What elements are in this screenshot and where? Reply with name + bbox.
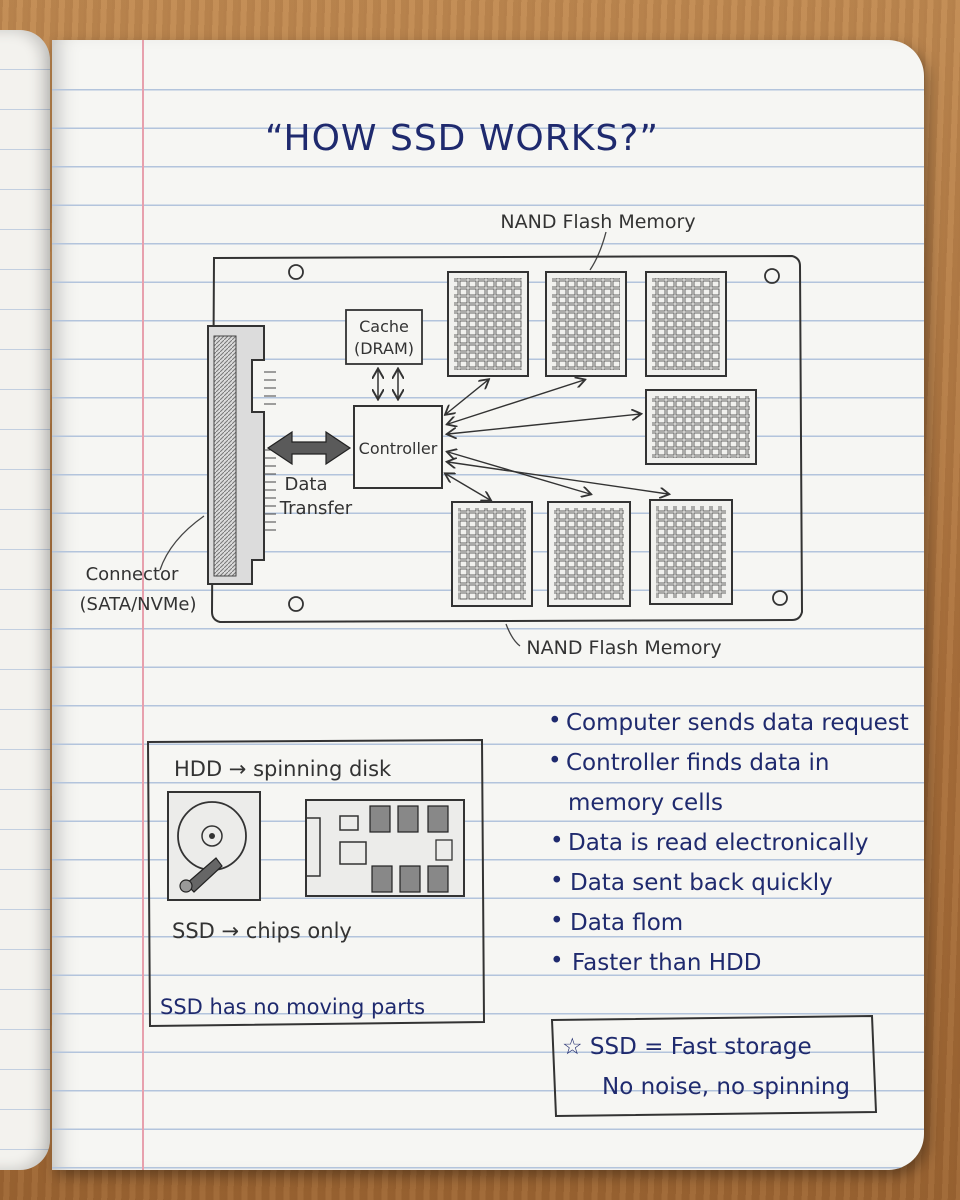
bullet-dot: • (550, 948, 564, 974)
nand-chip (645, 271, 727, 377)
bullet-item: Data is read electronically (568, 830, 869, 856)
bullet-dot: • (548, 708, 562, 734)
bullet-dot: • (550, 868, 564, 894)
bullet-dot: • (550, 828, 564, 854)
dram-label: (DRAM) (354, 339, 414, 358)
nand-chip (545, 271, 627, 377)
margin-line (142, 40, 144, 1170)
data-transfer-arrow (266, 430, 352, 466)
bullet-item: Computer sends data request (566, 710, 909, 736)
summary-box: ☆ SSD = Fast storage No noise, no spinni… (550, 1014, 878, 1118)
bullet-item: Data sent back quickly (570, 870, 833, 896)
bullet-dot: • (550, 908, 564, 934)
cache-controller-arrows (378, 370, 398, 398)
bullet-dot: • (548, 748, 562, 774)
bullet-item: Faster than HDD (572, 950, 761, 976)
controller-nand-arrows (446, 380, 668, 500)
nand-bottom-label: NAND Flash Memory (526, 637, 721, 659)
controller-chip (353, 405, 443, 489)
bullet-item: Controller finds data in (566, 750, 830, 776)
bullet-list: • Computer sends data request • Controll… (548, 708, 909, 976)
data-transfer-label-1: Data (285, 474, 328, 495)
bullet-item: memory cells (568, 790, 723, 816)
summary-line-2: No noise, no spinning (602, 1074, 850, 1100)
controller-label: Controller (359, 439, 438, 458)
connector-label-1: Connector (86, 564, 179, 585)
left-notebook-page (0, 30, 50, 1170)
comparison-footer: SSD has no moving parts (160, 995, 425, 1019)
nand-chip (649, 499, 733, 605)
hdd-line: HDD → spinning disk (174, 757, 392, 781)
summary-line-1: ☆ SSD = Fast storage (562, 1034, 812, 1060)
cache-dram-chip (345, 309, 423, 365)
nand-chip (447, 271, 529, 377)
hdd-sketch (167, 791, 261, 901)
nand-chip (547, 501, 631, 607)
connector-label-2: (SATA/NVMe) (79, 594, 196, 615)
page-title: “HOW SSD WORKS?” (265, 118, 659, 159)
ssd-line: SSD → chips only (172, 919, 352, 943)
comparison-box: HDD → spinning disk SSD → chips only SSD (146, 738, 486, 1028)
bullet-item: Data flom (570, 910, 683, 936)
cache-label: Cache (359, 317, 409, 336)
nand-chip (645, 389, 757, 465)
ssd-sketch (305, 799, 465, 897)
connector (207, 325, 276, 585)
nand-top-label: NAND Flash Memory (500, 211, 695, 233)
nand-chip (451, 501, 533, 607)
ssd-board (210, 254, 804, 624)
data-transfer-label-2: Transfer (279, 498, 353, 519)
